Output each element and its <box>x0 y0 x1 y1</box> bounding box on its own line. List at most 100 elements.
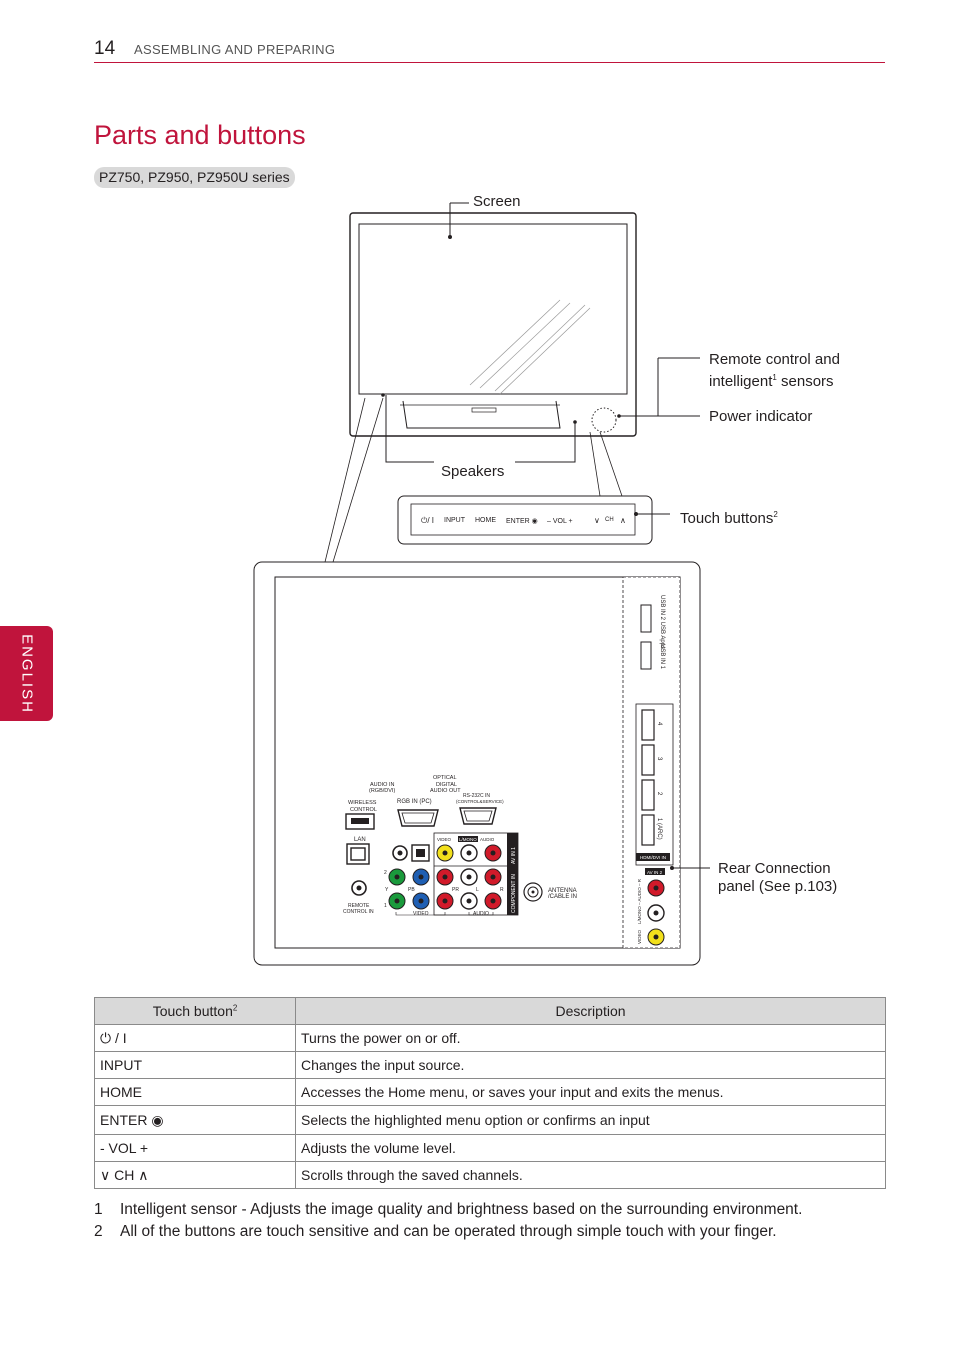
hdmi3-label: 3 <box>656 757 662 761</box>
av1-video-label: VIDEO <box>437 837 452 842</box>
av2-video-label: VIDEO <box>637 929 642 944</box>
table-cell-description: Turns the power on or off. <box>295 1024 886 1052</box>
table-cell-description: Changes the input source. <box>295 1051 886 1079</box>
hdmi1-label: 1 (ARC) <box>656 818 662 840</box>
footnote-1: 1 Intelligent sensor - Adjusts the image… <box>94 1201 894 1221</box>
table-cell-description: Accesses the Home menu, or saves your in… <box>295 1078 886 1106</box>
table-header-description: Description <box>295 997 886 1025</box>
component-r-label: R <box>500 887 504 893</box>
av2-audio-label: L/MONO – AUDIO – R <box>637 878 642 924</box>
touch-strip-ch-down: ∨ <box>594 516 600 525</box>
rs232c-label: RS-232C IN <box>463 793 490 799</box>
remote-callout-intelligent: intelligent <box>709 373 773 390</box>
table-cell-description: Selects the highlighted menu option or c… <box>295 1105 886 1135</box>
remote-callout-line2: intelligent1 sensors <box>709 369 840 391</box>
touch-strip-power: ⏻/ I <box>421 516 434 525</box>
header-rule <box>94 62 885 63</box>
table-row: ⏻ / I Turns the power on or off. <box>94 1024 886 1052</box>
remote-sensor-callout: Remote control and intelligent1 sensors <box>709 351 840 391</box>
usb2-port <box>640 604 652 633</box>
table-cell-button: ∨ CH ∧ <box>94 1161 296 1189</box>
touch-buttons-callout-text: Touch buttons <box>680 510 774 527</box>
table-cell-button: - VOL + <box>94 1134 296 1162</box>
table-cell-button: ENTER ◉ <box>94 1105 296 1135</box>
touch-strip-vol: – VOL + <box>547 518 573 525</box>
remote-callout-line1: Remote control and <box>709 351 840 368</box>
table-header-row: Touch button2 Description <box>94 997 886 1025</box>
remote-label-1: REMOTE <box>348 903 370 909</box>
audio-in-label: AUDIO IN <box>370 782 394 788</box>
touch-strip-home: HOME <box>475 517 496 524</box>
table-cell-button: ⏻ / I <box>94 1024 296 1052</box>
speakers-callout: Speakers <box>441 463 505 480</box>
table-cell-button: INPUT <box>94 1051 296 1079</box>
antenna-label-2: /CABLE IN <box>548 894 577 900</box>
table-cell-description: Scrolls through the saved channels. <box>295 1161 886 1189</box>
rear-callout-line2: panel (See p.103) <box>718 878 838 895</box>
footnote-1-number: 1 <box>94 1201 103 1218</box>
component-y-label: Y <box>385 887 389 893</box>
table-header-button-sup: 2 <box>232 1003 238 1013</box>
component-l-label: L <box>476 887 479 893</box>
page-number: 14 <box>94 38 116 59</box>
footnote-2: 2 All of the buttons are touch sensitive… <box>94 1223 894 1243</box>
footnote-2-number: 2 <box>94 1223 103 1240</box>
footnote-2-text: All of the buttons are touch sensitive a… <box>120 1223 777 1240</box>
hdmi3-port <box>641 744 655 776</box>
table-header-button-text: Touch button <box>152 1003 233 1019</box>
av1-audio-label: AUDIO <box>480 837 495 842</box>
screen-reflection <box>469 299 591 395</box>
component-in-label: COMPONENT IN <box>511 874 517 913</box>
touch-button-table: Touch button2 Description ⏻ / I Turns th… <box>94 997 886 1189</box>
table-row: - VOL + Adjusts the volume level. <box>94 1134 886 1162</box>
component-video-label: VIDEO <box>413 911 429 917</box>
hdmi2-label: 2 <box>656 792 662 796</box>
component-pr-label: PR <box>452 887 459 893</box>
touch-strip-input: INPUT <box>444 517 466 524</box>
av1-mono-label: L/MONO <box>459 837 477 842</box>
touch-strip <box>410 503 636 536</box>
touch-strip-ch-up: ∧ <box>620 516 626 525</box>
hdmi4-label: 4 <box>656 722 662 726</box>
remote-callout-sensors: sensors <box>776 373 834 390</box>
table-cell-button: HOME <box>94 1078 296 1106</box>
lan-label: LAN <box>354 837 366 843</box>
hdmi4-port <box>641 709 655 741</box>
usb1-port <box>640 641 652 670</box>
table-header-button: Touch button2 <box>94 997 296 1025</box>
touch-buttons-callout: Touch buttons2 <box>680 506 778 528</box>
optical-label-3: AUDIO OUT <box>430 788 461 794</box>
footnote-1-text: Intelligent sensor - Adjusts the image q… <box>120 1201 803 1218</box>
av-in1-label: AV IN 1 <box>511 847 517 864</box>
remote-callout-sup: 1 <box>772 373 777 382</box>
component-audio-label: AUDIO <box>473 911 489 917</box>
component-row1-label: 1 <box>384 903 387 909</box>
hdmi-label: HDMI/DVI IN <box>640 855 666 860</box>
av-in2-label: AV IN 2 <box>647 870 663 875</box>
rear-panel-callout: Rear Connection panel (See p.103) <box>718 860 837 896</box>
usb1-label: USB IN 1 <box>659 644 665 670</box>
series-badge: PZ750, PZ950, PZ950U series <box>94 167 295 188</box>
wireless-label-2: CONTROL <box>350 807 377 813</box>
tv-screen <box>358 223 628 395</box>
touch-buttons-callout-sup: 2 <box>773 510 778 519</box>
touch-strip-enter: ENTER ◉ <box>506 518 538 525</box>
power-indicator-callout: Power indicator <box>709 408 813 425</box>
optical-label-1: OPTICAL <box>433 775 457 781</box>
tv-diagram: ⏻/ I INPUT HOME ENTER ◉ – VOL + ∨ CH ∧ U… <box>253 202 710 966</box>
rs232c-sub-label: (CONTROL&SERVICE) <box>456 799 504 804</box>
remote-label-2: CONTROL IN <box>343 909 374 915</box>
rear-callout-line1: Rear Connection <box>718 860 831 877</box>
audio-in-sub-label: (RGB/DVI) <box>369 788 395 794</box>
page-title: Parts and buttons <box>94 120 306 150</box>
sensor-ring <box>591 407 617 433</box>
table-row: ENTER ◉ Selects the highlighted menu opt… <box>94 1105 886 1135</box>
tv-stand <box>402 400 561 429</box>
screen-callout: Screen <box>473 193 521 210</box>
component-pb-label: PB <box>408 887 415 893</box>
language-tab: ENGLISH <box>0 626 53 721</box>
usb2-label: USB IN 2 USB Apps <box>659 595 665 649</box>
table-row: INPUT Changes the input source. <box>94 1051 886 1079</box>
touch-strip-ch: CH <box>605 517 614 523</box>
component-row2-label: 2 <box>384 870 387 876</box>
